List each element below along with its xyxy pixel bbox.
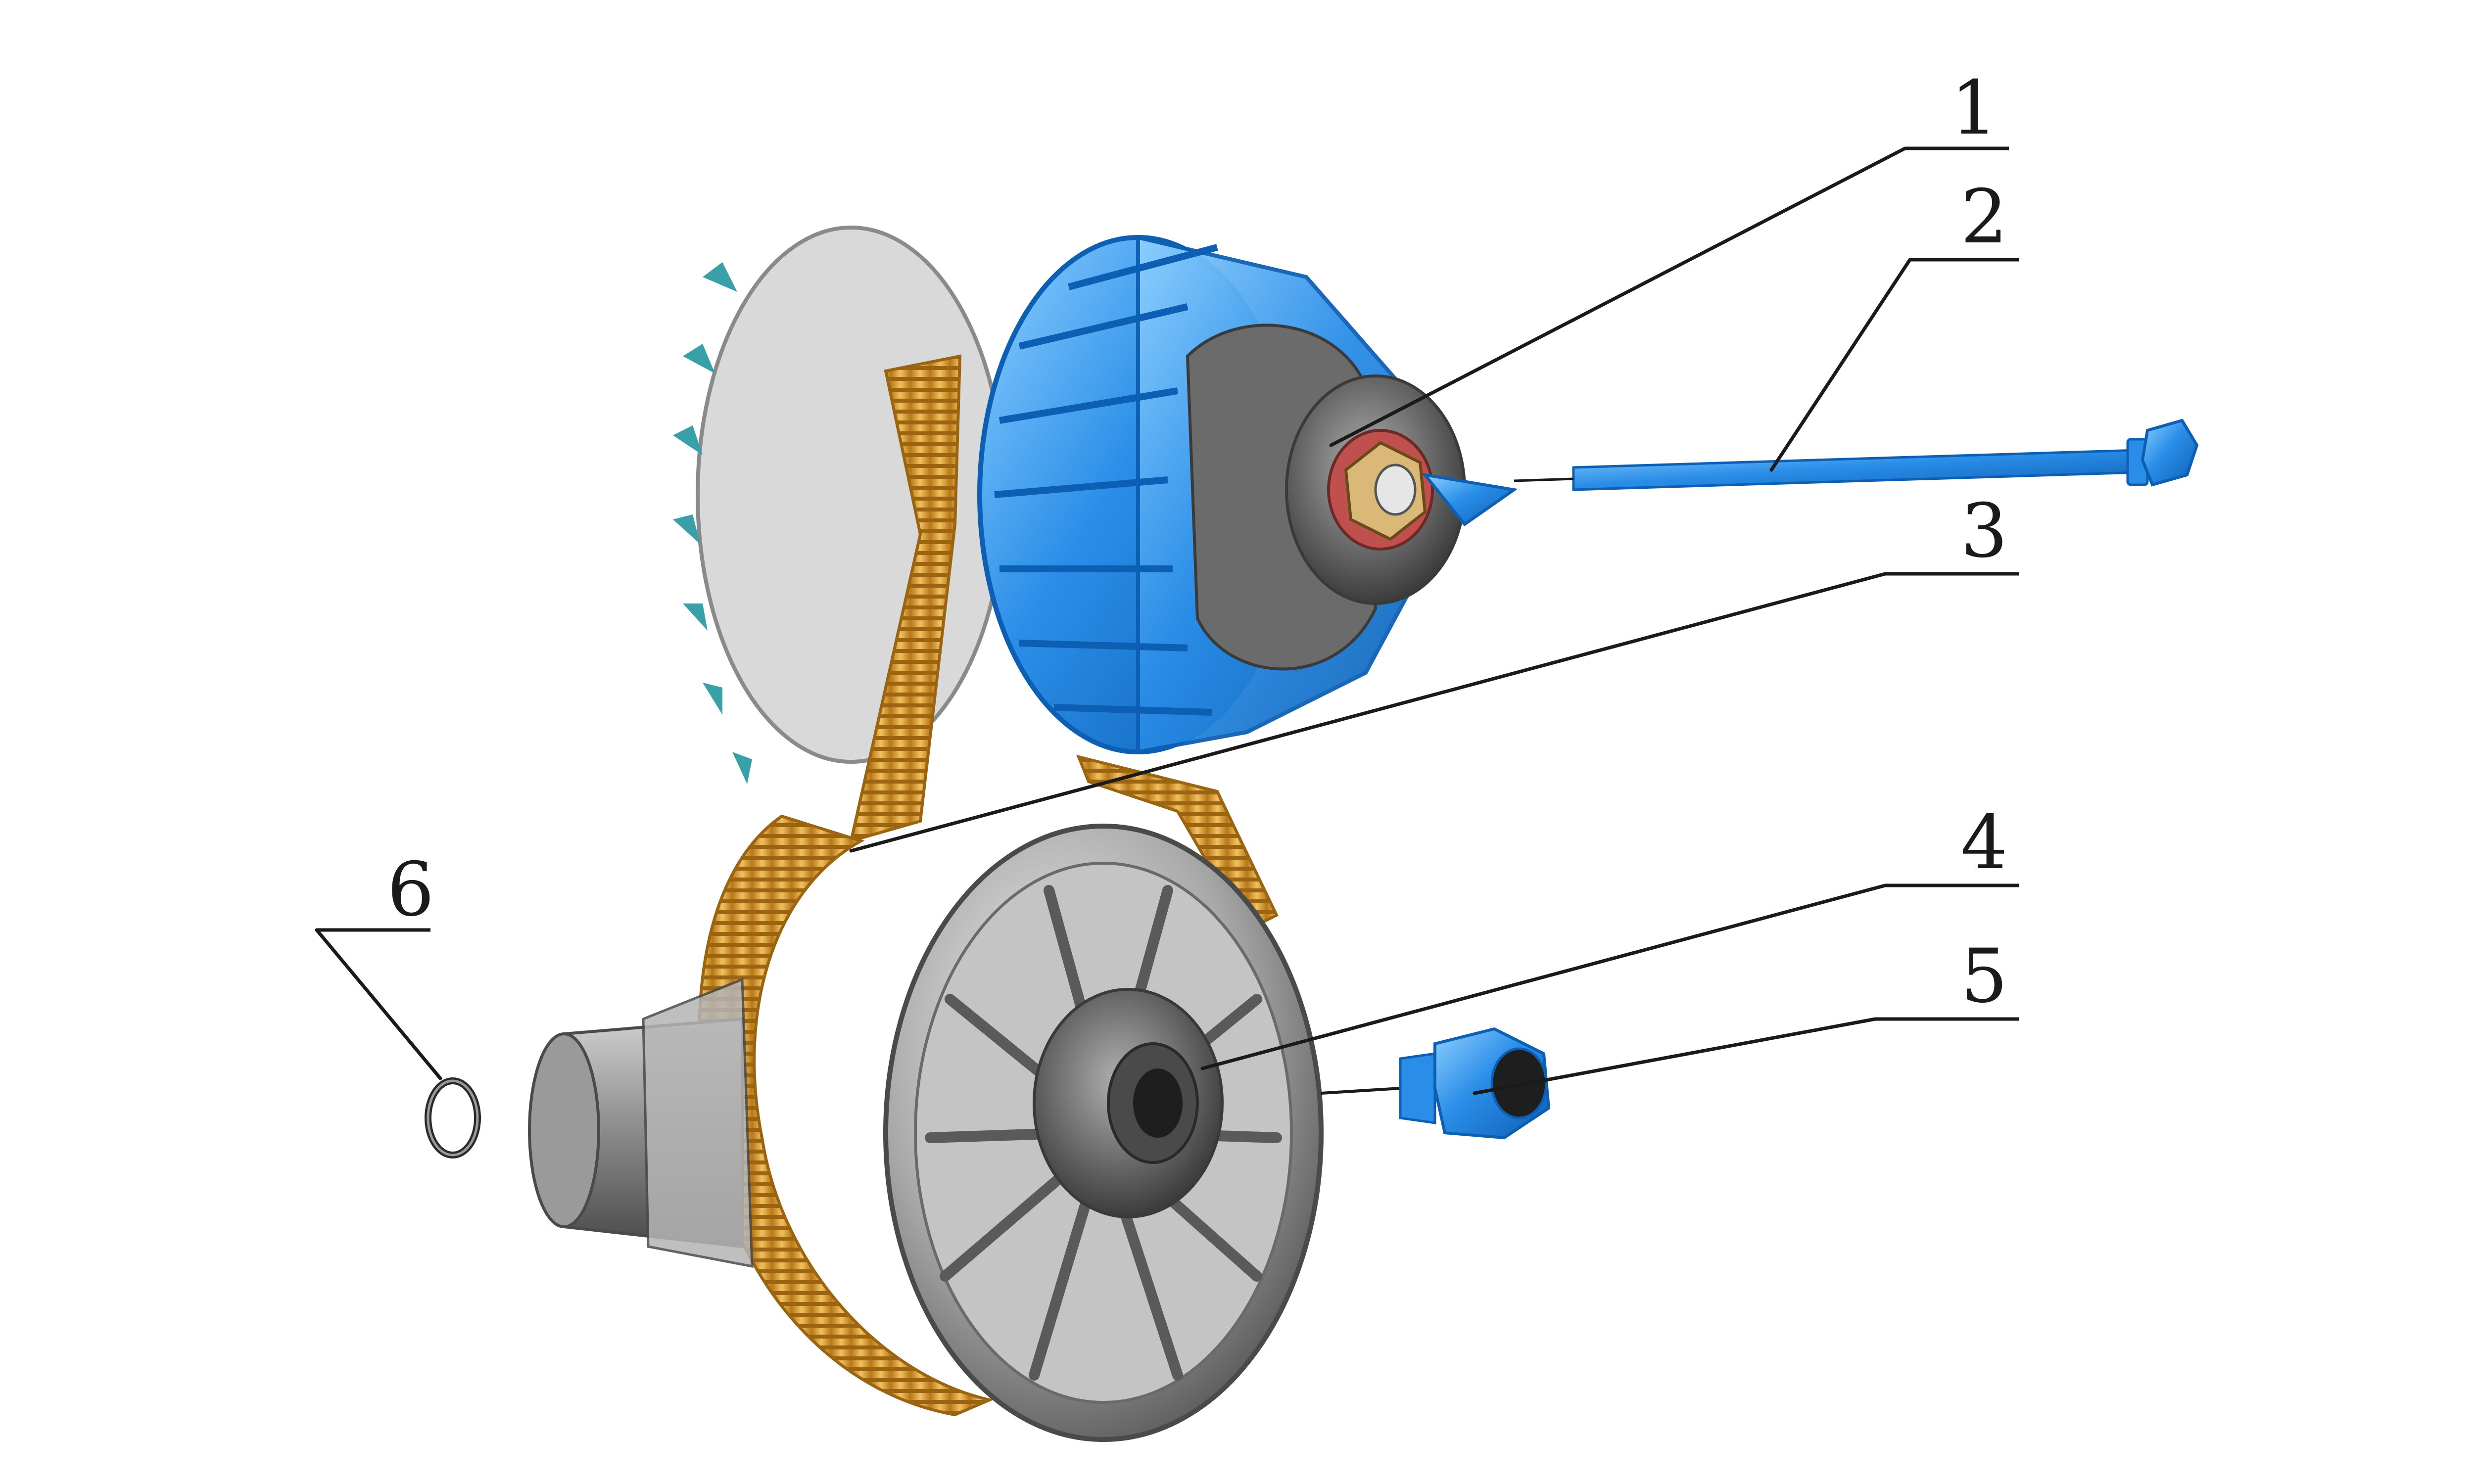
callout-label-3: 3 [1960, 488, 2007, 574]
drive-pulley-ribs [994, 244, 1218, 716]
driven-pulley-front-sheave [883, 824, 1324, 1442]
drive-pulley-hub [1327, 429, 1518, 551]
callout-2: 2 [1769, 174, 2019, 472]
callout-1: 1 [1329, 65, 2009, 447]
callout-label-1: 1 [1951, 65, 1998, 151]
callout-3: 3 [849, 488, 2019, 853]
callout-6: 6 [315, 847, 442, 1080]
callout-label-5: 5 [1960, 933, 2007, 1020]
callout-label-6: 6 [387, 847, 434, 933]
nut [1321, 1027, 1551, 1140]
callout-4: 4 [1200, 800, 2019, 1070]
rear-sheave-fins [673, 262, 752, 784]
callout-label-4: 4 [1960, 800, 2007, 886]
drive-pulley-movable-sheave [977, 234, 1466, 754]
long-bolt [1514, 418, 2199, 491]
callout-label-2: 2 [1960, 174, 2007, 260]
driven-pulley-rear-body [528, 977, 754, 1268]
callout-5: 5 [1473, 933, 2019, 1095]
snap-ring [425, 1077, 481, 1159]
